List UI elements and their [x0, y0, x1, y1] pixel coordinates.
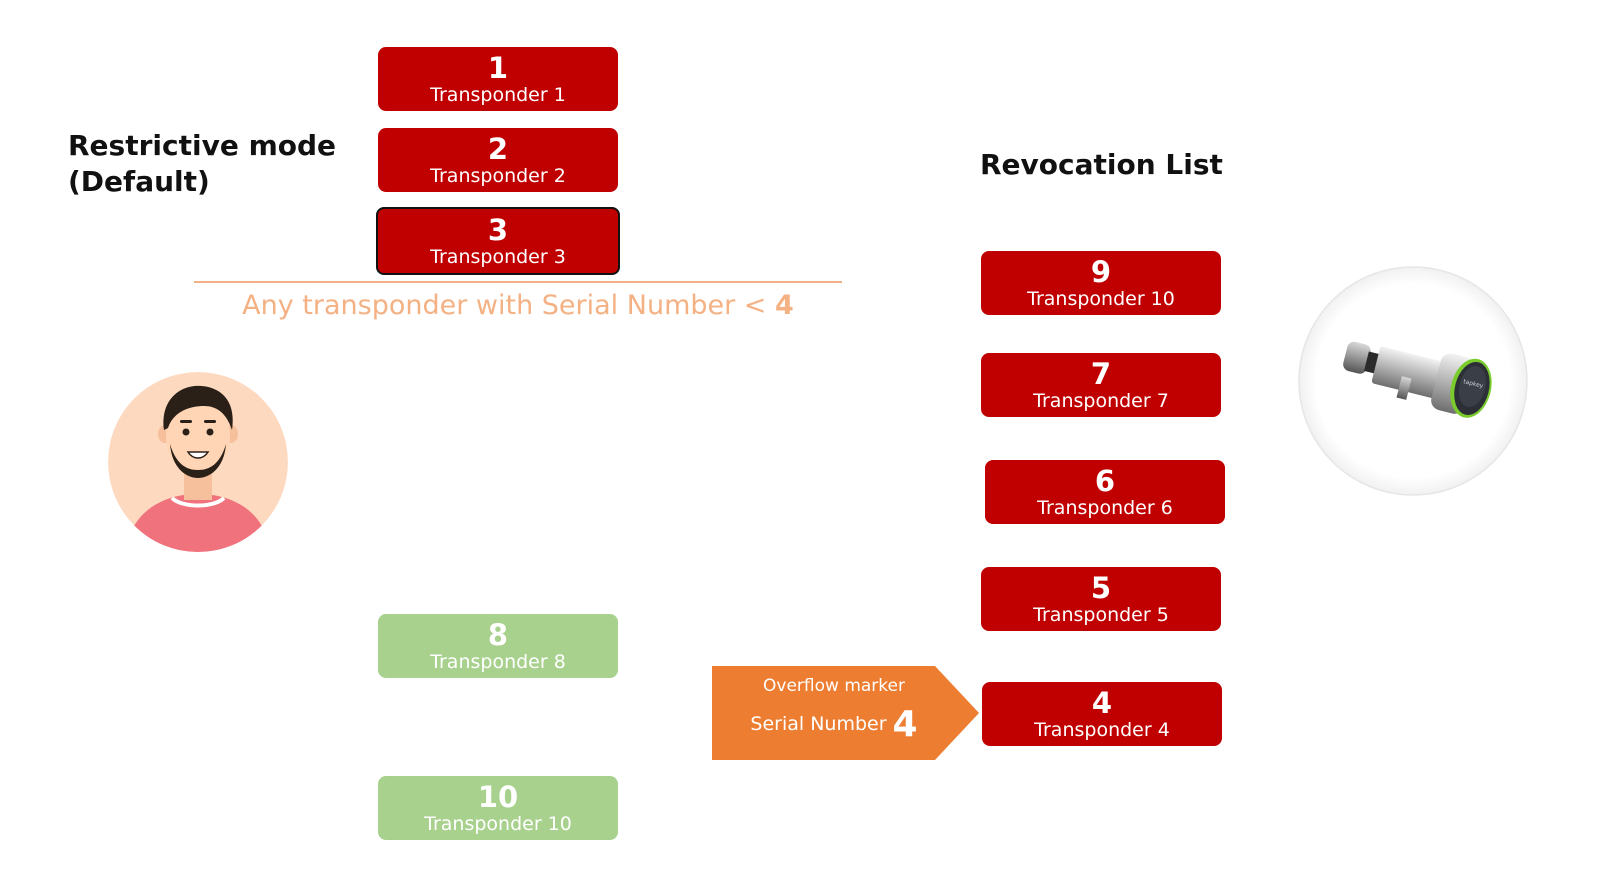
mode-title-line1: Restrictive mode — [68, 129, 337, 162]
transponder-number: 5 — [1090, 570, 1112, 605]
transponder-label: Transponder 4 — [1034, 718, 1170, 741]
threshold-caption: Any transponder with Serial Number < 4 — [194, 290, 842, 321]
transponder-number: 4 — [1091, 685, 1113, 720]
overflow-serial-label: Serial Number — [750, 713, 887, 735]
transponder-number: 8 — [487, 617, 509, 652]
transponder-number: 1 — [487, 50, 509, 85]
transponder-number: 6 — [1094, 463, 1116, 498]
overflow-arrow-shape — [712, 666, 979, 760]
transponder-card-1: 1 Transponder 1 — [378, 47, 618, 111]
transponder-number: 10 — [477, 779, 519, 814]
transponder-number: 2 — [487, 131, 509, 166]
transponder-number: 7 — [1090, 356, 1112, 391]
smart-lock-image: tapkey — [1297, 265, 1529, 497]
lock-brand-text: tapkey — [1463, 378, 1485, 390]
revocation-list-title: Revocation List — [980, 148, 1223, 181]
transponder-card-2: 2 Transponder 2 — [378, 128, 618, 192]
transponder-number: 9 — [1090, 254, 1112, 289]
transponder-label: Transponder 5 — [1033, 603, 1169, 626]
revocation-card-7: 7 Transponder 7 — [981, 353, 1221, 417]
threshold-text: Any transponder with Serial Number < — [242, 290, 767, 321]
revocation-card-5: 5 Transponder 5 — [981, 567, 1221, 631]
transponder-label: Transponder 3 — [430, 245, 566, 268]
transponder-label: Transponder 8 — [430, 650, 566, 673]
transponder-number: 3 — [487, 212, 509, 247]
overflow-marker-label: Overflow marker — [763, 676, 905, 696]
overflow-serial-value: 4 — [892, 704, 918, 745]
mode-title-line2: (Default) — [68, 165, 210, 198]
revocation-card-4: 4 Transponder 4 — [982, 682, 1222, 746]
threshold-value: 4 — [775, 290, 794, 321]
mode-title: Restrictive mode (Default) — [68, 128, 336, 200]
threshold-line — [194, 281, 842, 283]
user-avatar — [108, 372, 288, 552]
transponder-card-3: 3 Transponder 3 — [376, 207, 620, 275]
revocation-card-9: 9 Transponder 10 — [981, 251, 1221, 315]
transponder-label: Transponder 6 — [1037, 496, 1173, 519]
revocation-card-6: 6 Transponder 6 — [985, 460, 1225, 524]
transponder-card-8: 8 Transponder 8 — [378, 614, 618, 678]
transponder-label: Transponder 1 — [430, 83, 566, 106]
transponder-label: Transponder 2 — [430, 164, 566, 187]
transponder-card-10: 10 Transponder 10 — [378, 776, 618, 840]
transponder-label: Transponder 10 — [1027, 287, 1175, 310]
transponder-label: Transponder 7 — [1033, 389, 1169, 412]
transponder-label: Transponder 10 — [424, 812, 572, 835]
